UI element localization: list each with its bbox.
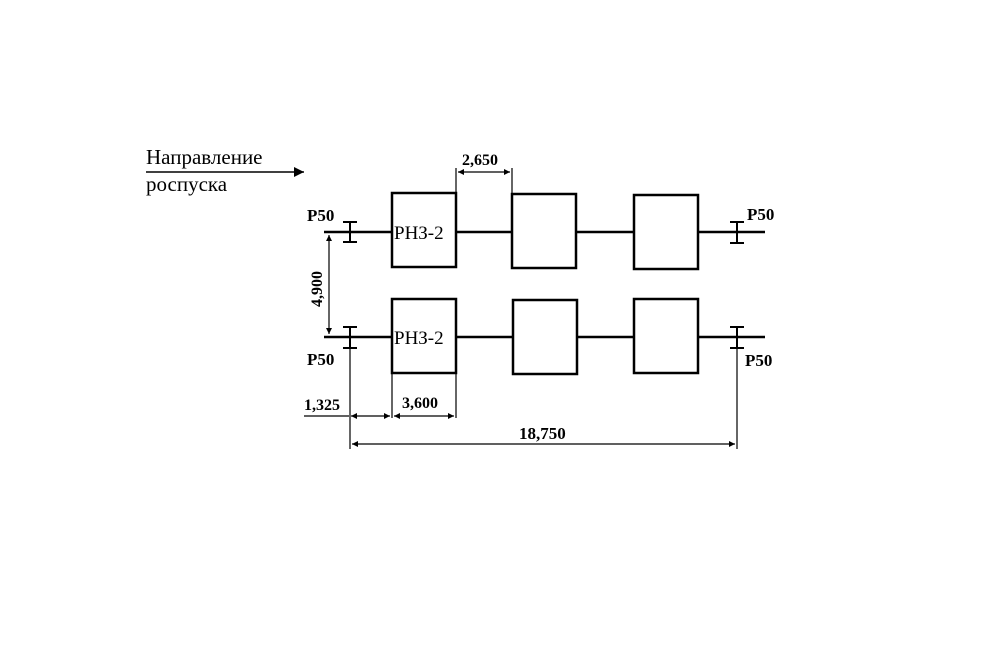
direction-label-line2: роспуска: [146, 172, 228, 196]
retarder-unit-bottom-3: [632, 297, 700, 375]
rail-joint-top-left-icon: [343, 221, 357, 243]
rail-label-top-right: Р50: [747, 205, 774, 224]
dimension-offset-and-retarder: 1,325 3,600: [304, 348, 457, 449]
retarder-unit-top-3: [632, 193, 700, 271]
retarder-label-top: РНЗ-2: [394, 223, 444, 244]
direction-label-line1: Направление: [146, 145, 263, 169]
rail-joint-top-right-icon: [730, 221, 744, 244]
track-bottom: РНЗ-2 Р50 Р50: [307, 297, 772, 376]
dimension-total-length: 18,750: [352, 348, 738, 449]
retarder-unit-top-2: [510, 192, 578, 270]
retarder-unit-bottom-1: [390, 297, 458, 375]
dimension-label-retarder-length: 3,600: [402, 395, 438, 412]
dimension-label-offset: 1,325: [304, 397, 340, 414]
retarder-label-bottom: РНЗ-2: [394, 328, 444, 349]
dimension-gap-between-units: 2,650: [455, 152, 513, 194]
rail-label-bottom-left: Р50: [307, 350, 334, 369]
direction-label: Направление роспуска: [146, 145, 304, 196]
rail-label-top-left: Р50: [307, 206, 334, 225]
dimension-track-spacing: 4,900: [309, 235, 332, 334]
dimension-label-total: 18,750: [519, 424, 566, 443]
track-top: РНЗ-2 Р50 Р50: [307, 191, 774, 271]
dimension-label-gap: 2,650: [462, 152, 498, 169]
dimension-label-track-spacing: 4,900: [309, 271, 326, 307]
rail-label-bottom-right: Р50: [745, 351, 772, 370]
retarder-unit-bottom-2: [511, 298, 579, 376]
retarder-unit-top-1: [390, 191, 458, 269]
